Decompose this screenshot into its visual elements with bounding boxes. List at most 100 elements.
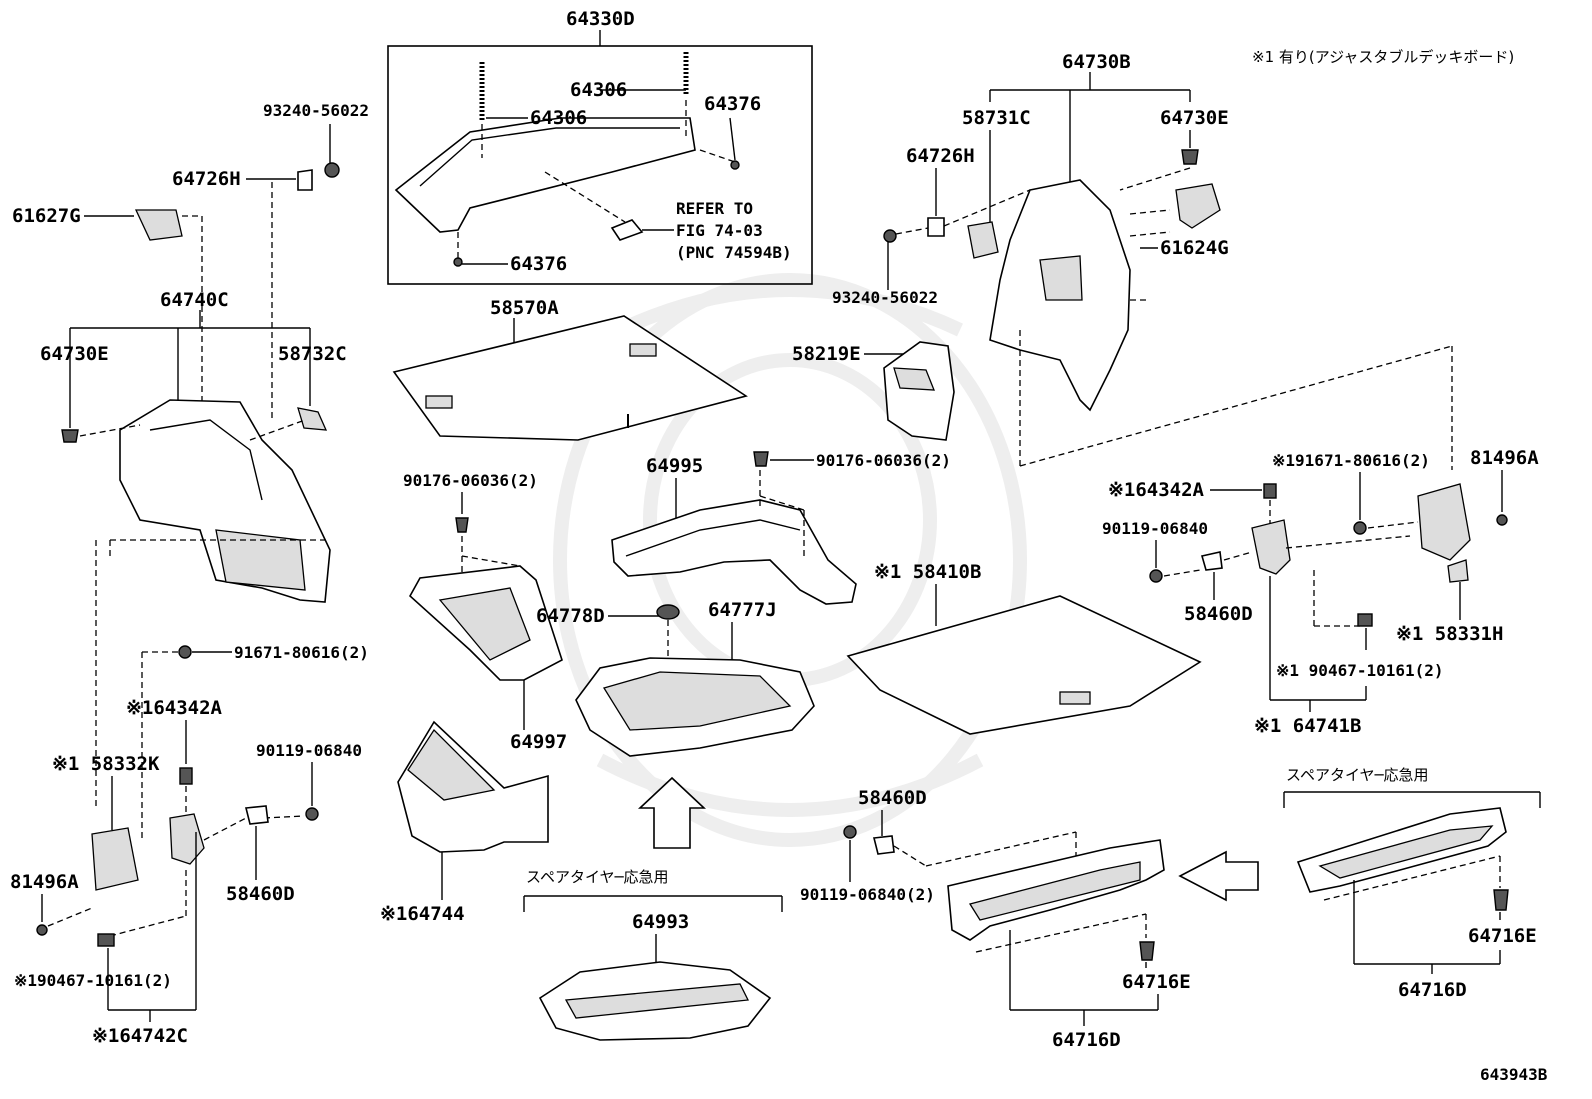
label-91671-80616-a[interactable]: ※191671-80616(2) bbox=[1272, 451, 1430, 470]
plug-64778d bbox=[656, 604, 680, 620]
label-64726h-b[interactable]: 64726H bbox=[906, 145, 975, 167]
label-58331h[interactable]: ※1 58331H bbox=[1396, 623, 1503, 645]
label-58460d-c[interactable]: 58460D bbox=[858, 787, 927, 809]
label-90467-10161-a[interactable]: ※1 90467-10161(2) bbox=[1276, 661, 1444, 680]
label-64730e-b[interactable]: 64730E bbox=[1160, 107, 1229, 129]
group-64330d: 64330D 64306 64306 64376 64376 REFER TO … bbox=[387, 8, 813, 285]
label-64342a-a[interactable]: ※164342A bbox=[1108, 479, 1205, 501]
plate-64716d-a-face bbox=[968, 861, 1141, 921]
label-64306-b[interactable]: 64306 bbox=[530, 107, 587, 129]
group-58570a: 58570A bbox=[392, 297, 748, 441]
label-93240-56022-b[interactable]: 93240-56022 bbox=[832, 288, 938, 307]
bracket-64741b bbox=[1251, 519, 1291, 575]
label-64740c[interactable]: 64740C bbox=[160, 289, 229, 311]
lock-58331h-tab bbox=[1447, 559, 1469, 583]
group-64716d-center: 58460D 90119-06840(2) 64716E 64716D bbox=[800, 787, 1259, 1051]
label-64376-b[interactable]: 64376 bbox=[510, 253, 567, 275]
pad-58731c bbox=[967, 221, 999, 259]
bolt-93240-b bbox=[883, 229, 897, 243]
group-64742c: 91671-80616(2) ※164342A ※1 58332K 81496A… bbox=[10, 643, 369, 1047]
label-90467-10161-b[interactable]: ※190467-10161(2) bbox=[14, 971, 172, 990]
label-58460d-b[interactable]: 58460D bbox=[226, 883, 295, 905]
group-58219e: 58219E bbox=[792, 341, 955, 441]
label-61627g[interactable]: 61627G bbox=[12, 205, 81, 227]
label-64330d[interactable]: 64330D bbox=[566, 8, 635, 30]
bolt-90119-c bbox=[843, 825, 857, 839]
grommet-58460d-a bbox=[1200, 551, 1223, 571]
label-90176-06036-b[interactable]: 90176-06036(2) bbox=[816, 451, 951, 470]
clip-64730e-b bbox=[1181, 149, 1199, 165]
label-64716e-a[interactable]: 64716E bbox=[1122, 971, 1191, 993]
label-58219e[interactable]: 58219E bbox=[792, 343, 861, 365]
deck-board-58570a bbox=[392, 315, 748, 441]
label-64741b[interactable]: ※1 64741B bbox=[1254, 715, 1361, 737]
cover-64993-panel bbox=[564, 983, 750, 1019]
arrow-left bbox=[1178, 850, 1259, 902]
clip-64376-a bbox=[730, 160, 740, 170]
group-58410b: ※1 58410B bbox=[846, 561, 1202, 735]
label-58731c[interactable]: 58731C bbox=[962, 107, 1031, 129]
bolt-90119-a bbox=[1149, 569, 1163, 583]
clip-81496a-b bbox=[36, 924, 48, 936]
lock-58331h bbox=[1417, 483, 1471, 561]
label-64730e-a[interactable]: 64730E bbox=[40, 343, 109, 365]
label-64744[interactable]: ※164744 bbox=[380, 903, 465, 925]
label-91671-80616-b[interactable]: 91671-80616(2) bbox=[234, 643, 369, 662]
label-58332k[interactable]: ※1 58332K bbox=[52, 753, 160, 775]
grommet-58460d-c bbox=[873, 835, 895, 855]
header-spare-right: スペアタイヤ─応急用 bbox=[1286, 766, 1429, 784]
label-64778d[interactable]: 64778D bbox=[536, 605, 605, 627]
label-58410b[interactable]: ※1 58410B bbox=[874, 561, 981, 583]
label-81496a-a[interactable]: 81496A bbox=[1470, 447, 1539, 469]
label-58460d-a[interactable]: 58460D bbox=[1184, 603, 1253, 625]
clip-90467-a bbox=[1357, 613, 1373, 627]
note-text: ※1 有り(アジャスタブルデッキボード) bbox=[1252, 48, 1514, 66]
label-93240-56022-a[interactable]: 93240-56022 bbox=[263, 101, 369, 120]
bracket-61627g bbox=[134, 209, 183, 241]
label-61624g[interactable]: 61624G bbox=[1160, 237, 1229, 259]
refer-line-2[interactable]: FIG 74-03 bbox=[676, 221, 763, 240]
package-tray-part bbox=[394, 117, 696, 233]
label-64306-a[interactable]: 64306 bbox=[570, 79, 627, 101]
clip-64376-b bbox=[453, 257, 463, 267]
label-64993[interactable]: 64993 bbox=[632, 911, 689, 933]
label-64716d-b[interactable]: 64716D bbox=[1398, 979, 1467, 1001]
part-edge bbox=[419, 127, 680, 187]
trim-opening bbox=[1039, 255, 1083, 301]
bolt-90119-b bbox=[305, 807, 319, 821]
group-64740c: 93240-56022 64726H 61627G 64740C 64730E … bbox=[12, 101, 369, 810]
deck-handle-c bbox=[1059, 691, 1091, 705]
label-64995[interactable]: 64995 bbox=[646, 455, 703, 477]
plate-64716d-b-face bbox=[1318, 825, 1494, 879]
label-64742c[interactable]: ※164742C bbox=[92, 1025, 188, 1047]
clip-90467-b bbox=[97, 933, 115, 947]
deck-handle-a bbox=[425, 395, 453, 409]
label-64342a-b[interactable]: ※164342A bbox=[126, 697, 223, 719]
label-81496a-b[interactable]: 81496A bbox=[10, 871, 79, 893]
label-64997[interactable]: 64997 bbox=[510, 731, 567, 753]
header-spare-center: スペアタイヤ─応急用 bbox=[526, 868, 669, 886]
label-64376-a[interactable]: 64376 bbox=[704, 93, 761, 115]
label-90119-06840-b[interactable]: 90119-06840 bbox=[256, 741, 362, 760]
grommet-58460d-b bbox=[244, 805, 269, 825]
label-64777j[interactable]: 64777J bbox=[708, 599, 777, 621]
screw-91671-a bbox=[1353, 521, 1367, 535]
cover-pocket bbox=[893, 367, 935, 391]
label-64716d-a[interactable]: 64716D bbox=[1052, 1029, 1121, 1051]
label-64716e-b[interactable]: 64716E bbox=[1468, 925, 1537, 947]
bolt-93240-a bbox=[324, 162, 340, 178]
clip-64716e-b bbox=[1493, 889, 1509, 911]
label-64726h-a[interactable]: 64726H bbox=[172, 168, 241, 190]
group-center-trays: 90176-06036(2) 64997 64995 90176-06036(2… bbox=[380, 451, 951, 925]
label-58732c[interactable]: 58732C bbox=[278, 343, 347, 365]
bracket-64742c bbox=[169, 813, 205, 865]
tray-64777j-inner bbox=[602, 671, 792, 731]
refer-line-3: (PNC 74594B) bbox=[676, 243, 792, 262]
tray-64995 bbox=[611, 499, 857, 605]
label-64730b[interactable]: 64730B bbox=[1062, 51, 1131, 73]
label-90176-06036-a[interactable]: 90176-06036(2) bbox=[403, 471, 538, 490]
label-58570a[interactable]: 58570A bbox=[490, 297, 559, 319]
label-90119-06840-c[interactable]: 90119-06840(2) bbox=[800, 885, 935, 904]
label-90119-06840-a[interactable]: 90119-06840 bbox=[1102, 519, 1208, 538]
